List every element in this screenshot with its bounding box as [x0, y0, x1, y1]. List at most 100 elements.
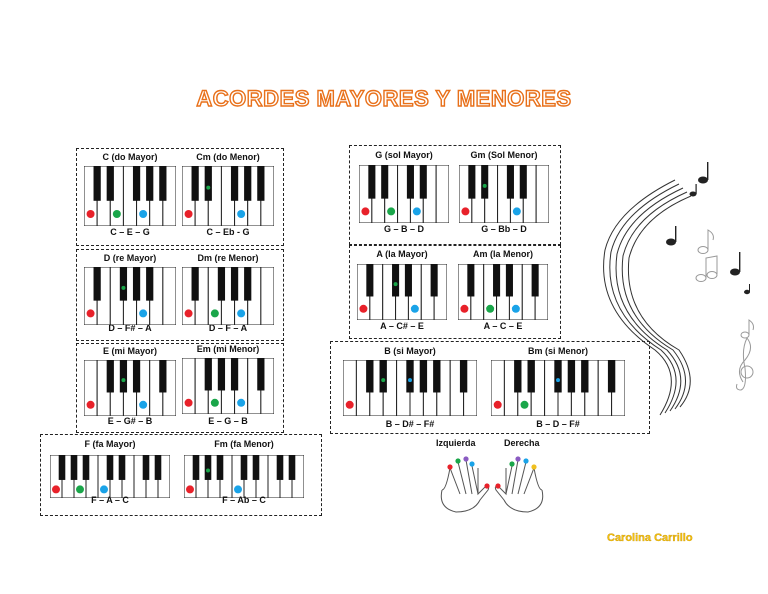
chord-name: Dm (re Menor) — [197, 253, 259, 263]
chord-name: Cm (do Menor) — [196, 152, 260, 162]
black-key — [433, 360, 441, 393]
black-key — [244, 267, 252, 301]
black-key — [276, 455, 284, 480]
black-key — [406, 165, 414, 199]
chord-note-dot — [408, 378, 412, 383]
piano-keyboard — [343, 360, 477, 416]
chord-name: G (sol Mayor) — [375, 150, 433, 160]
chord-note-dot — [461, 207, 470, 216]
black-key — [527, 360, 535, 393]
chord-notes: A – C – E — [483, 321, 523, 331]
piano-keyboard — [182, 267, 274, 325]
chord-name: Bm (si Menor) — [527, 346, 588, 356]
chord-name: E (mi Mayor) — [102, 346, 157, 356]
black-key — [106, 166, 114, 201]
black-key — [191, 166, 199, 201]
black-key — [392, 264, 400, 297]
chord-note-dot — [237, 398, 246, 407]
piano-keyboard — [84, 360, 176, 416]
chord-note-dot — [511, 304, 520, 313]
black-key — [493, 264, 501, 297]
chord-note-dot — [86, 210, 95, 218]
black-key — [368, 165, 376, 199]
chord-note-dot — [237, 210, 246, 218]
black-key — [406, 360, 414, 393]
white-key — [260, 267, 274, 325]
black-key — [419, 165, 427, 199]
black-key — [106, 360, 114, 393]
black-key — [607, 360, 616, 393]
chord-name: A (la Mayor) — [376, 249, 428, 259]
chord-note-dot — [112, 210, 121, 218]
chord-note-dot — [381, 378, 386, 383]
music-staff-decoration-icon — [603, 162, 754, 416]
chord-note-dot — [482, 183, 487, 188]
chord-notes: E – G# – B — [107, 416, 153, 426]
author-signature: Carolina Carrillo — [607, 532, 693, 544]
chord-note-dot — [121, 285, 126, 290]
chord-note-dot — [86, 309, 95, 318]
chord-note-dot — [387, 207, 396, 216]
chord-note-dot — [139, 210, 148, 218]
black-key — [459, 360, 468, 393]
black-key — [257, 358, 265, 391]
chord-notes: D – F – A — [208, 323, 248, 333]
black-key — [404, 264, 412, 297]
chord-name: C (do Mayor) — [102, 152, 158, 162]
chord-name: D (re Mayor) — [103, 253, 157, 263]
black-key — [217, 267, 226, 301]
piano-keyboard — [357, 264, 447, 320]
black-key — [381, 165, 389, 199]
black-key — [132, 166, 141, 201]
chord-notes: A – C# – E — [380, 321, 424, 331]
black-key — [70, 455, 78, 480]
black-key — [506, 165, 514, 199]
black-key — [244, 166, 252, 201]
chord-note-dot — [100, 485, 108, 494]
black-key — [531, 264, 539, 297]
chord-note-dot — [206, 468, 210, 473]
black-key — [204, 455, 212, 480]
chord-notes: G – Bb – D — [481, 224, 527, 234]
chord-notes: D – F# – A — [108, 323, 152, 333]
chord-note-dot — [520, 400, 529, 409]
black-key — [217, 358, 226, 391]
black-key — [419, 360, 428, 393]
black-key — [366, 264, 374, 297]
black-key — [204, 358, 212, 391]
hands-illustration: Izquierda Derecha — [432, 434, 552, 516]
black-key — [82, 455, 90, 480]
black-key — [379, 360, 387, 393]
white-key — [435, 165, 449, 223]
left-hand-label: Izquierda — [436, 438, 476, 448]
chord-note-dot — [210, 398, 219, 407]
chord-notes: G – B – D — [383, 224, 424, 234]
black-key — [58, 455, 66, 480]
black-key — [146, 166, 154, 201]
chord-note-dot — [206, 185, 211, 190]
black-key — [567, 360, 576, 393]
white-key — [162, 267, 176, 325]
chord-notes: C – Eb - G — [206, 227, 250, 237]
black-key — [159, 360, 167, 393]
piano-keyboard — [84, 166, 176, 226]
chord-notes: F – Ab – C — [222, 495, 266, 505]
black-key — [468, 165, 476, 199]
chord-name: Em (mi Menor) — [196, 344, 260, 354]
piano-keyboard — [182, 358, 274, 414]
black-key — [257, 166, 265, 201]
piano-keyboard — [459, 165, 549, 223]
chord-notes: B – D – F# — [536, 419, 580, 429]
chord-note-dot — [186, 485, 194, 494]
black-key — [106, 455, 114, 480]
black-key — [252, 455, 260, 480]
chord-note-dot — [121, 378, 126, 383]
black-key — [119, 360, 128, 393]
black-key — [240, 455, 248, 480]
black-key — [230, 358, 239, 391]
chord-note-dot — [52, 485, 60, 494]
chord-note-dot — [412, 207, 421, 216]
chord-note-dot — [184, 210, 193, 218]
black-key — [118, 455, 126, 480]
piano-keyboard — [84, 267, 176, 325]
